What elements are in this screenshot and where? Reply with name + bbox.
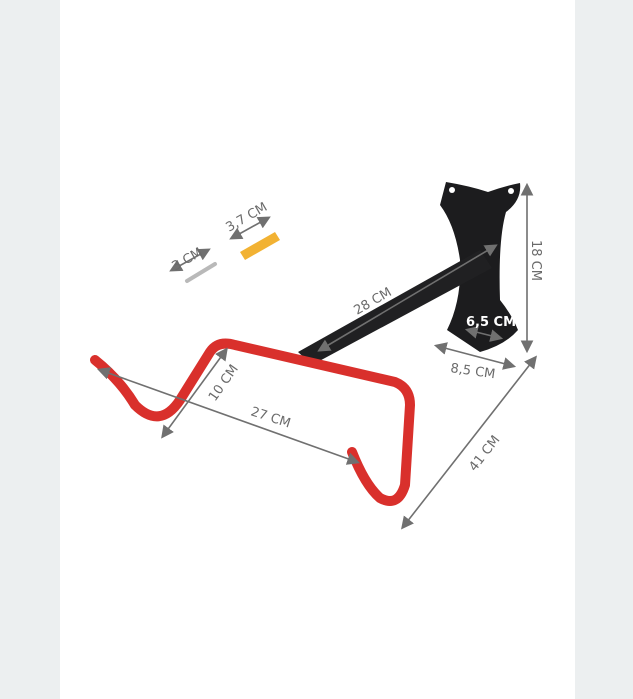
plate-height-label: 18 CM [528,240,543,281]
red-hook [90,338,415,506]
wall-anchor [240,232,280,260]
screw-length-label: 3 CM [170,245,206,274]
hole-spacing-label: 6,5 CM [466,315,516,330]
screw [185,262,217,283]
hook-width-label: 27 CM [249,405,293,432]
plate-width-label: 8,5 CM [449,361,496,382]
hook-depth-label: 10 CM [206,362,242,404]
